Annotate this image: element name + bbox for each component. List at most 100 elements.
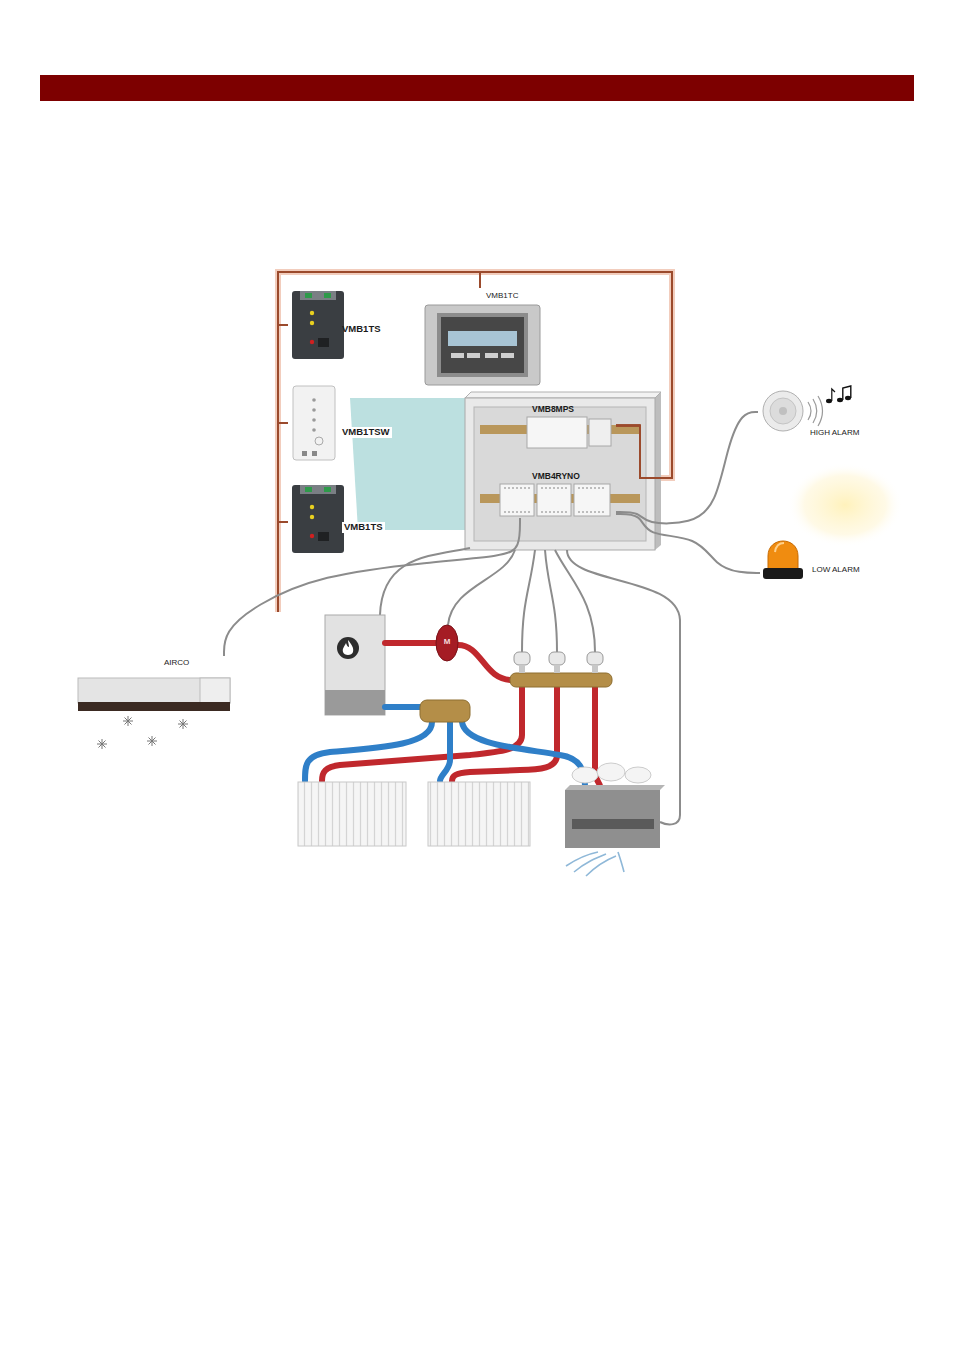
led [310,515,314,519]
thermostat-key [451,353,464,358]
thermostat-key [485,353,498,358]
wire [555,550,595,652]
module-button [318,532,329,541]
sensor-module [292,485,344,553]
device-label: HIGH ALARM [810,428,859,437]
device-node: VMB1TC [420,288,546,388]
terminal-screw [305,487,312,492]
radiator [298,782,406,846]
device-node: VMB1TS [288,484,400,560]
thermostat-bezel [437,313,528,377]
module-body [292,291,344,359]
hot-pipe [385,640,436,646]
device-label: AIRCO [164,658,189,667]
snowflake [123,716,133,726]
return-pipe [462,722,585,786]
device-node: VMB8MPS [522,402,616,449]
device-label: VMB4RYNO [532,472,580,482]
header-bar [40,75,914,101]
relay-terminals [504,488,606,512]
device-node: AIRCO [76,656,232,714]
siren-centre [779,407,787,415]
flame-badge [337,637,359,659]
device-label: VMB1TC [486,291,518,300]
snowflake [178,719,188,729]
beacon-shine [775,543,784,552]
note-stem [832,389,835,401]
module-terminal [300,485,336,494]
sensor-module [292,291,344,359]
note-beam [843,386,851,400]
device-label: LOW ALARM [812,565,860,574]
beacon-base [763,568,803,579]
sound-waves [808,396,823,426]
thermostat [425,305,540,385]
return-pipe [305,722,432,781]
led [310,340,314,344]
pump-letter: M [439,638,455,647]
device-label: VMB1TSW [340,427,392,438]
boiler-body [325,615,385,715]
thermostat-key [501,353,514,358]
radiator [428,782,530,846]
led [312,428,316,432]
return-pipe [440,722,450,781]
device-label: VMB1TS [342,324,381,335]
airco-vent [78,702,230,711]
cloud [572,767,598,783]
glass-panel [350,398,470,530]
valve-stem [519,665,525,673]
airco-body [78,678,230,703]
convector-body [565,790,660,848]
hot-pipe [458,645,512,680]
device-node: LOW ALARM [760,530,876,584]
beacon-dome [768,541,798,570]
terminal-screw [324,293,331,298]
convector-top [565,785,665,790]
module-terminal [300,291,336,300]
thermostat-display [448,331,517,346]
snowflake [97,739,107,749]
wire [522,550,535,652]
airco-unit [78,678,230,711]
airco-cap [200,678,230,703]
airflow-line [618,852,624,872]
valve-stem [592,665,598,673]
terminal-screw [324,487,331,492]
device-node: VMB1TS [288,290,400,360]
convector-grille [572,819,654,829]
cloud [597,763,625,781]
lamp-glow [787,463,903,547]
valve-head [549,652,565,665]
power-module [527,417,587,448]
airflow-line [586,856,616,876]
snowflake [147,736,157,746]
pump [436,625,458,661]
siren [763,386,851,431]
flame-symbol [343,640,353,655]
module-button [315,437,323,445]
led [312,398,316,402]
siren-body [763,391,803,431]
control-wire [616,514,760,573]
led [310,534,314,538]
pipes [305,643,600,786]
cabinet-top [465,392,661,398]
device-node: VMB1TSW [288,384,400,462]
led [310,321,314,325]
device-node: VMB4RYNO [498,469,616,518]
module-button [318,338,329,347]
power-module [589,419,611,446]
cabinet [465,392,661,550]
boiler [325,615,385,715]
switch-module [293,386,335,460]
wire [448,550,515,625]
terminal [312,451,317,456]
connectors [224,272,760,656]
terminal-screw [305,293,312,298]
cloud [625,767,651,783]
thermostat-frame [425,305,540,385]
